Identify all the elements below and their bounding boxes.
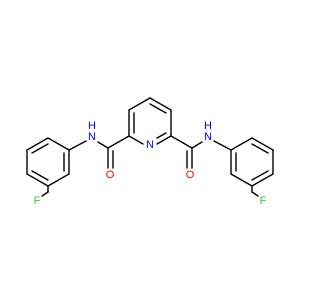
bond xyxy=(26,173,49,187)
bond xyxy=(128,135,144,145)
double-bond-inner xyxy=(156,132,167,139)
double-bond-inner xyxy=(149,103,167,114)
bond xyxy=(251,173,274,187)
bond xyxy=(128,97,151,111)
atom-label-right-nh-n: N xyxy=(204,131,212,143)
double-bond-inner xyxy=(31,170,49,181)
atom-label-right-o: O xyxy=(186,169,195,181)
atom-label-left-f: F xyxy=(34,195,41,207)
bond xyxy=(107,135,130,149)
atom-label-right-f: F xyxy=(260,195,267,207)
bond xyxy=(41,191,49,197)
bond xyxy=(47,137,70,151)
molecule-svg: N N H N H O O F F xyxy=(26,97,274,207)
bond xyxy=(26,137,49,151)
double-bond-inner xyxy=(251,170,269,181)
bond xyxy=(47,173,70,187)
bond xyxy=(251,191,259,197)
bond xyxy=(230,137,253,151)
atom-label-right-nh-h: H xyxy=(204,120,212,132)
pyridine-ring xyxy=(128,97,172,145)
bond xyxy=(251,137,274,151)
bond xyxy=(149,97,172,111)
double-bond-inner xyxy=(251,143,269,154)
bond xyxy=(156,135,172,145)
bond xyxy=(230,173,253,187)
atom-label-left-nh-h: H xyxy=(88,120,96,132)
bond xyxy=(213,140,232,151)
right-amide xyxy=(170,135,232,169)
bond xyxy=(170,135,193,149)
bond xyxy=(191,141,203,149)
molecule-structure-diagram: N N H N H O O F F xyxy=(26,97,274,207)
atom-label-pyridine-n: N xyxy=(146,139,154,151)
left-phenyl-ring xyxy=(26,137,70,193)
bond xyxy=(68,140,87,151)
bond xyxy=(97,141,109,149)
double-bond-inner xyxy=(31,143,49,154)
atom-label-left-o: O xyxy=(106,169,115,181)
right-phenyl-ring xyxy=(230,137,274,193)
left-amide xyxy=(68,135,130,169)
atom-label-left-nh-n: N xyxy=(88,131,96,143)
